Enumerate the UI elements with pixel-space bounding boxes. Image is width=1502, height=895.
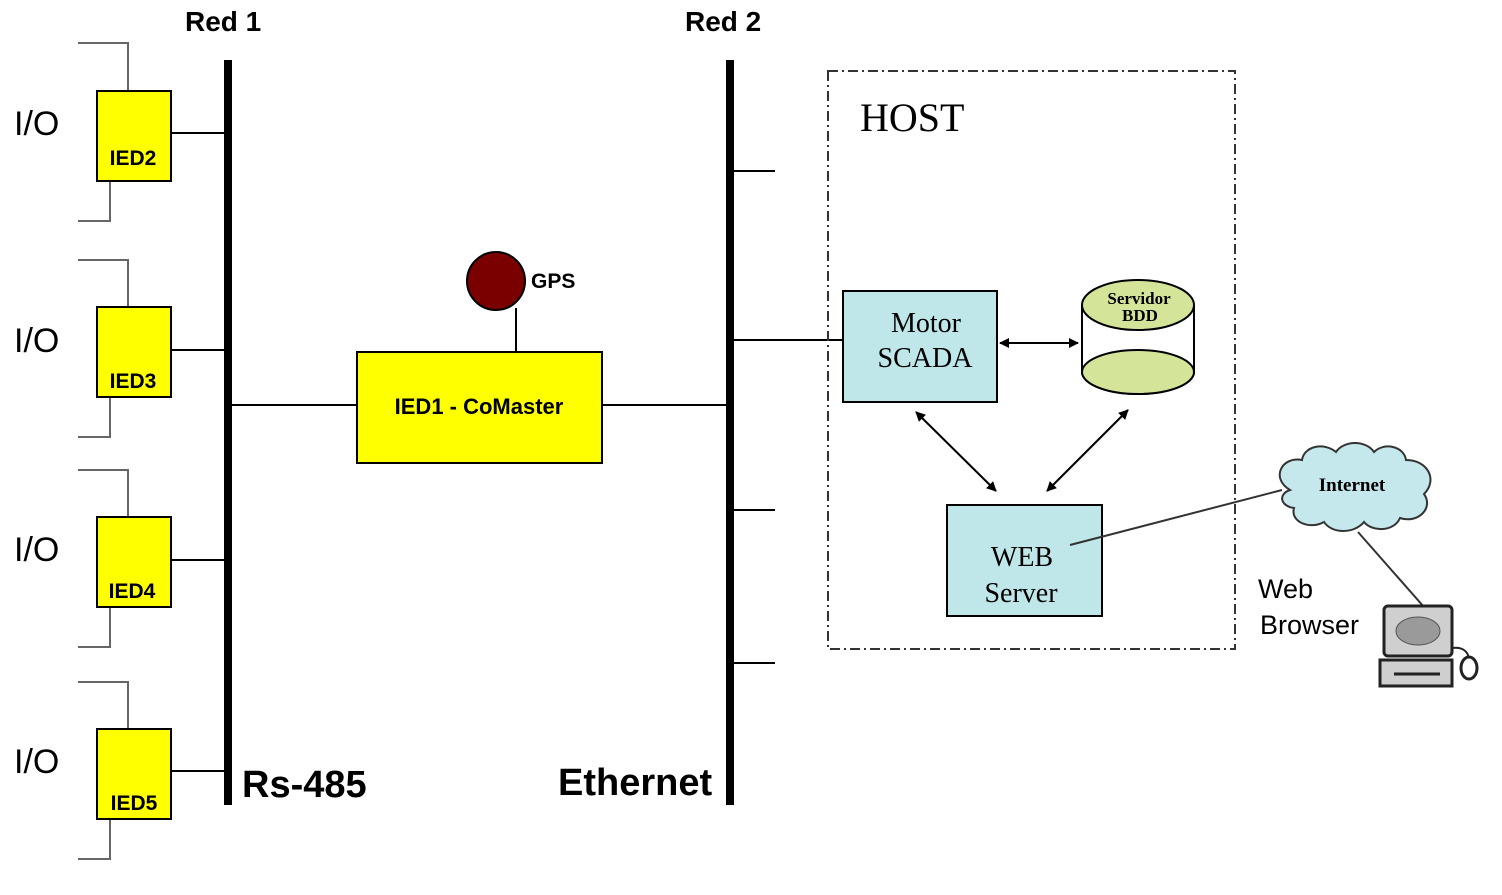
io-wire-top — [78, 469, 129, 518]
web-server-line1: WEB — [991, 542, 1053, 573]
ied4-group: I/O IED4 — [14, 469, 228, 648]
db-server-line2: BDD — [1122, 306, 1158, 325]
ied2-box[interactable] — [96, 90, 172, 182]
io-wire-top — [78, 681, 129, 730]
io-wire-bottom — [78, 397, 111, 438]
io-wire-bottom — [78, 818, 111, 860]
motor-scada-box[interactable] — [842, 290, 998, 403]
ied5-label: IED5 — [111, 792, 158, 815]
host-title: HOST — [860, 95, 964, 140]
db-web-arrow — [1046, 409, 1129, 492]
io-label: I/O — [14, 322, 59, 360]
ied5-box[interactable] — [96, 728, 172, 820]
ied4-box[interactable] — [96, 516, 172, 608]
io-wire-top — [78, 42, 129, 92]
ied2-group: I/O IED2 — [14, 42, 228, 222]
io-wire-bottom — [78, 606, 111, 648]
io-wire-bottom — [78, 180, 111, 222]
motor-scada-line1: Motor — [891, 308, 962, 339]
red2-label: Red 2 — [685, 6, 761, 37]
comaster-label: IED1 - CoMaster — [395, 394, 564, 419]
web-browser-line2: Browser — [1260, 610, 1359, 640]
host-boundary — [827, 70, 1236, 650]
io-wire-top — [78, 259, 129, 308]
db-server-line1: Servidor — [1107, 289, 1171, 308]
computer-icon[interactable] — [1378, 604, 1479, 688]
scada-web-arrow — [915, 411, 997, 492]
web-server-line2: Server — [984, 578, 1058, 609]
motor-scada-line2: SCADA — [878, 343, 974, 374]
red1-label: Red 1 — [185, 6, 261, 37]
web-internet-link — [1069, 489, 1283, 546]
internet-cloud-icon[interactable]: Internet — [1278, 442, 1432, 532]
ied5-group: I/O IED5 — [14, 681, 228, 860]
ied4-label: IED4 — [109, 580, 156, 603]
io-label: I/O — [14, 531, 59, 569]
internet-label: Internet — [1319, 475, 1386, 496]
ethernet-label: Ethernet — [558, 762, 712, 804]
comaster-box[interactable] — [356, 351, 603, 464]
io-label: I/O — [14, 743, 59, 781]
io-label: I/O — [14, 105, 59, 143]
gps-antenna-icon — [466, 251, 526, 311]
ied2-label: IED2 — [110, 147, 157, 170]
gps-label: GPS — [531, 270, 575, 293]
web-browser-line1: Web — [1258, 574, 1313, 604]
internet-browser-link — [1357, 531, 1425, 608]
ied3-box[interactable] — [96, 306, 172, 398]
database-server-icon[interactable]: Servidor BDD — [1081, 279, 1195, 395]
web-server-box[interactable] — [946, 504, 1103, 617]
ied3-label: IED3 — [110, 370, 157, 393]
rs485-label: Rs-485 — [242, 764, 367, 806]
ied3-group: I/O IED3 — [14, 259, 228, 438]
